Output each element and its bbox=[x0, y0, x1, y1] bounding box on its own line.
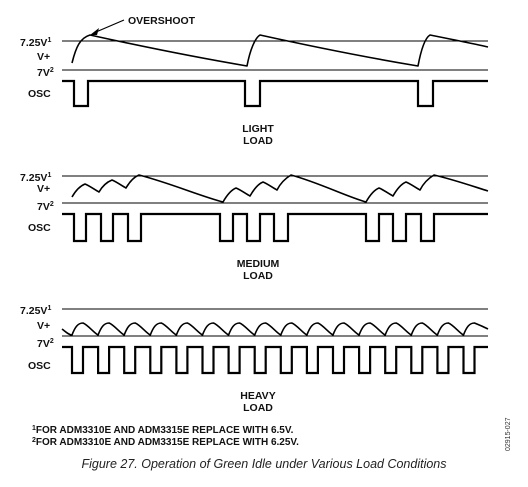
light-load-label-1: LIGHT bbox=[242, 123, 274, 135]
label-7v-heavy: 7V2 bbox=[37, 338, 54, 350]
heavy-load-label-2: LOAD bbox=[243, 402, 273, 414]
medium-load-label-2: LOAD bbox=[243, 270, 273, 282]
label-7v-medium: 7V2 bbox=[37, 201, 54, 213]
label-vplus-medium: V+ bbox=[37, 183, 50, 195]
label-7v-light: 7V2 bbox=[37, 67, 54, 79]
osc-trace-heavy bbox=[62, 345, 488, 375]
label-vplus-heavy: V+ bbox=[37, 320, 50, 332]
vplus-trace-heavy bbox=[61, 322, 489, 336]
panel-light-load: OVERSHOOT 7.25V1 V+ 7V2 OSC LIGHT LOAD bbox=[20, 15, 489, 147]
vplus-trace-medium bbox=[71, 174, 489, 203]
label-osc-medium: OSC bbox=[28, 222, 51, 234]
label-7-25v-light: 7.25V1 bbox=[20, 37, 51, 49]
footnote-1: 1FOR ADM3310E AND ADM3315E REPLACE WITH … bbox=[32, 425, 294, 436]
footnotes: 1FOR ADM3310E AND ADM3315E REPLACE WITH … bbox=[32, 425, 299, 448]
overshoot-label: OVERSHOOT bbox=[128, 15, 196, 27]
label-7-25v-medium: 7.25V1 bbox=[20, 172, 51, 184]
overshoot-arrow-line bbox=[95, 19, 125, 33]
figure-code: 02915-027 bbox=[505, 417, 512, 451]
label-osc-heavy: OSC bbox=[28, 360, 51, 372]
label-vplus-light: V+ bbox=[37, 51, 50, 63]
figure-caption: Figure 27. Operation of Green Idle under… bbox=[81, 457, 446, 471]
panel-heavy-load: 7.25V1 V+ 7V2 OSC HEAVY LOAD bbox=[20, 305, 489, 414]
light-load-label-2: LOAD bbox=[243, 135, 273, 147]
panel-medium-load: 7.25V1 V+ 7V2 OSC MEDIUM LOAD bbox=[20, 172, 489, 282]
overshoot-arrowhead bbox=[90, 28, 99, 35]
osc-trace-medium bbox=[62, 212, 488, 243]
osc-trace-light bbox=[62, 79, 488, 108]
label-7-25v-heavy: 7.25V1 bbox=[20, 305, 51, 317]
vplus-trace-light bbox=[71, 34, 489, 67]
heavy-load-label-1: HEAVY bbox=[240, 390, 275, 402]
medium-load-label-1: MEDIUM bbox=[237, 258, 280, 270]
footnote-2: 2FOR ADM3310E AND ADM3315E REPLACE WITH … bbox=[32, 437, 299, 448]
label-osc-light: OSC bbox=[28, 88, 51, 100]
